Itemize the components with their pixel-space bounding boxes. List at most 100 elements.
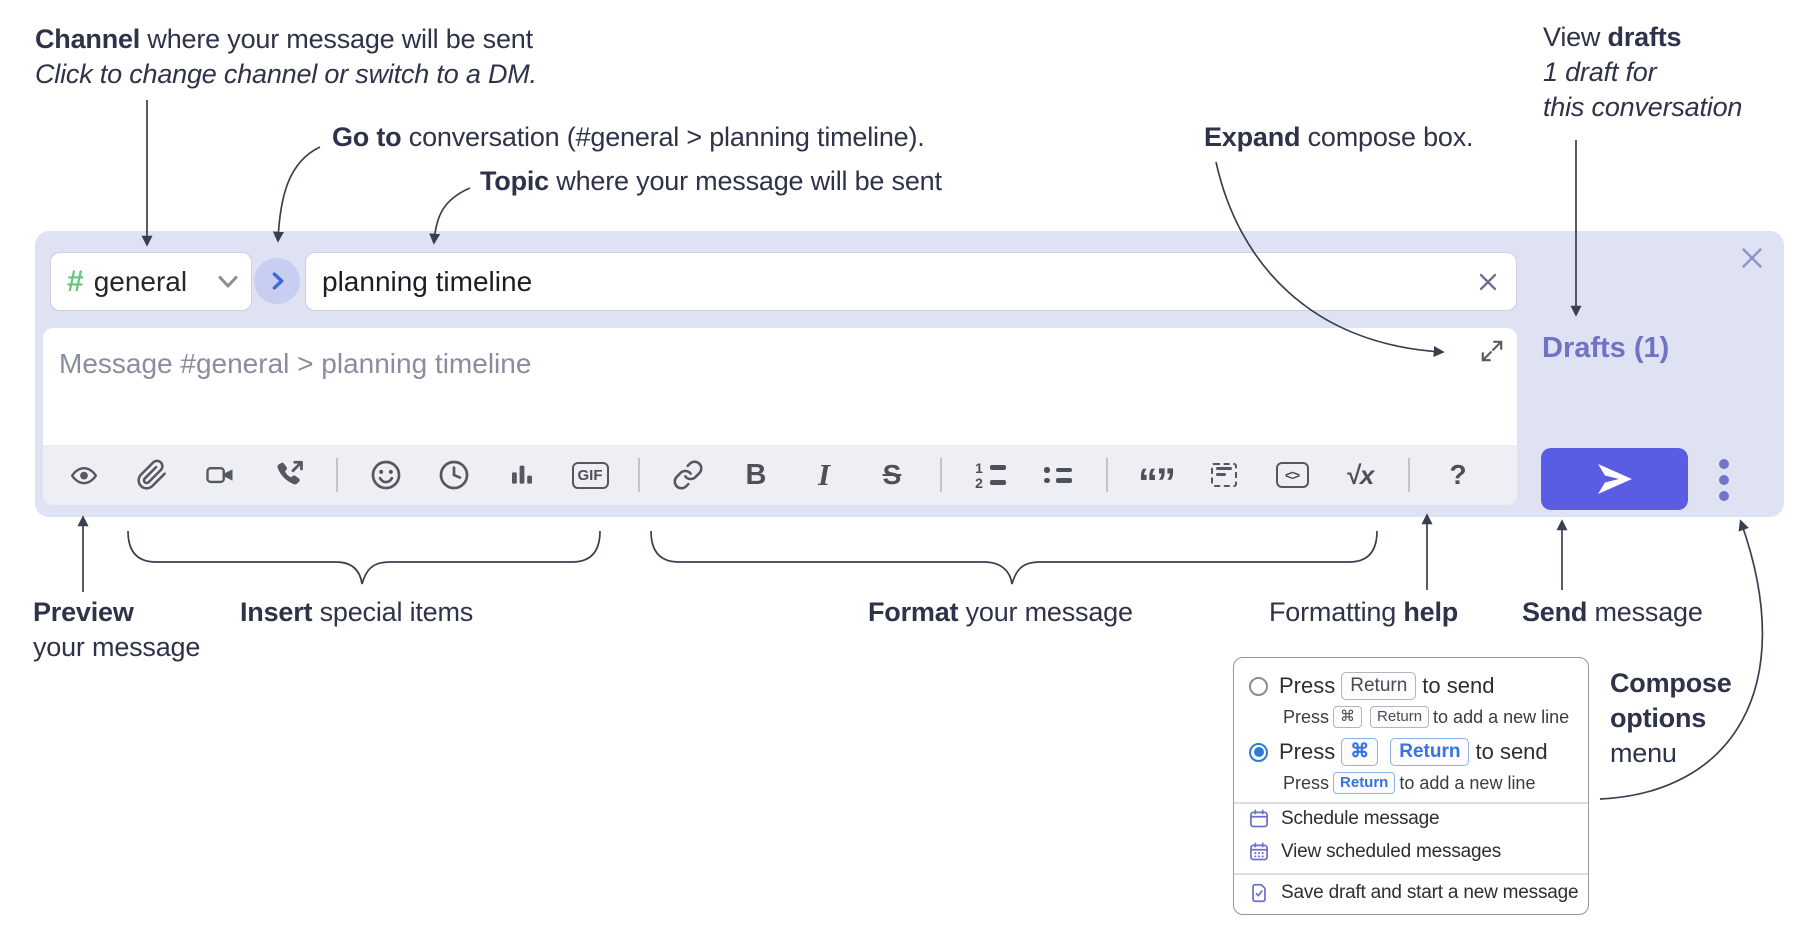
compose-options-button[interactable]: [1707, 452, 1741, 508]
menu-divider: [1234, 873, 1588, 875]
drafts-annotation: View drafts 1 draft for this conversatio…: [1543, 22, 1743, 122]
paperclip-icon: [137, 459, 166, 490]
spoiler-icon: [1211, 463, 1237, 487]
code-button[interactable]: <>: [1272, 453, 1312, 497]
insert-annotation: Insert special items: [240, 597, 474, 627]
return-keycap: Return: [1370, 706, 1430, 728]
gif-icon: GIF: [571, 461, 609, 489]
smiley-icon: [371, 460, 401, 490]
channel-hash-icon: #: [67, 264, 84, 298]
option-return-sub: Press ⌘ Return to add a new line: [1283, 706, 1570, 728]
option-cmd-return-sub: Press Return to add a new line: [1283, 772, 1536, 794]
format-brace: [650, 530, 1378, 585]
italic-icon: I: [817, 457, 831, 492]
calendar-icon: [1250, 809, 1268, 828]
channel-name: general: [93, 265, 188, 297]
option-cmd-return-to-send[interactable]: Press ⌘ Return to send: [1249, 738, 1548, 766]
time-button[interactable]: [434, 453, 474, 497]
return-keycap: Return: [1341, 672, 1417, 700]
bold-icon: B: [745, 458, 767, 491]
chevron-right-icon: [272, 272, 283, 290]
formatting-help-button[interactable]: ?: [1438, 453, 1478, 497]
option-return-to-send[interactable]: Press Return to send: [1249, 672, 1494, 700]
numbered-list-icon: 1 2: [975, 461, 1006, 490]
preview-annotation: Preview your message: [33, 597, 201, 662]
bulleted-list-icon: [1044, 467, 1072, 483]
cmd-keycap: ⌘: [1333, 706, 1363, 728]
goto-annotation: Go to conversation (#general > planning …: [332, 122, 925, 152]
help-icon: ?: [1449, 459, 1467, 490]
format-annotation: Format your message: [868, 597, 1133, 627]
spoiler-button[interactable]: [1204, 453, 1244, 497]
return-keycap: Return: [1333, 772, 1396, 794]
toolbar-divider: [638, 458, 640, 492]
send-button[interactable]: [1541, 448, 1688, 510]
channel-annotation: Channel where your message will be sent …: [35, 22, 537, 92]
voice-call-button[interactable]: [268, 453, 308, 497]
topic-annotation: Topic where your message will be sent: [480, 166, 942, 196]
return-keycap: Return: [1390, 738, 1470, 766]
channel-annotation-bold: Channel: [35, 24, 141, 54]
close-compose-icon[interactable]: [1735, 241, 1769, 275]
eye-icon: [70, 466, 98, 485]
toolbar-divider: [1106, 458, 1108, 492]
message-input[interactable]: [43, 328, 1517, 445]
quote-icon: “”: [1138, 461, 1176, 505]
menu-divider: [1234, 802, 1588, 804]
channel-annotation-rest: where your message will be sent: [140, 24, 533, 54]
numbered-list-button[interactable]: 1 2: [970, 453, 1010, 497]
clear-topic-icon[interactable]: [1474, 268, 1502, 296]
save-draft-icon: [1252, 883, 1266, 903]
expand-compose-icon[interactable]: [1479, 338, 1505, 364]
ellipsis-icon: [1719, 459, 1729, 469]
bulleted-list-button[interactable]: [1038, 453, 1078, 497]
radio-unselected-icon[interactable]: [1249, 676, 1268, 696]
toolbar-divider: [336, 458, 338, 492]
clock-icon: [439, 460, 469, 490]
quote-button[interactable]: “”: [1136, 453, 1176, 505]
menu-item-save-draft[interactable]: Save draft and start a new message: [1248, 882, 1579, 904]
video-call-button[interactable]: [200, 453, 240, 497]
attach-file-button[interactable]: [132, 453, 172, 497]
cmd-keycap: ⌘: [1341, 738, 1379, 766]
link-button[interactable]: [668, 453, 708, 497]
chevron-down-icon: [218, 275, 238, 287]
goto-arrow: [272, 146, 321, 243]
expand-annotation: Expand compose box.: [1204, 122, 1474, 152]
goto-conversation-button[interactable]: [254, 258, 300, 304]
emoji-button[interactable]: [366, 453, 406, 497]
menu-item-schedule-message[interactable]: Schedule message: [1248, 808, 1440, 830]
topic-field: [305, 252, 1517, 311]
math-button[interactable]: √x: [1340, 453, 1380, 497]
video-camera-icon: [206, 466, 233, 484]
topic-input[interactable]: [306, 253, 1516, 310]
compose-options-menu: Press Return to send Press ⌘ Return to a…: [1233, 657, 1589, 915]
channel-selector[interactable]: # general: [50, 252, 252, 311]
toolbar-divider: [940, 458, 942, 492]
preview-button[interactable]: [64, 453, 104, 497]
strikethrough-button[interactable]: S: [872, 453, 912, 497]
gif-button[interactable]: GIF: [570, 453, 610, 497]
message-box: GIF B I S 1: [43, 328, 1517, 505]
insert-brace: [127, 530, 601, 585]
toolbar-divider: [1408, 458, 1410, 492]
math-icon: √x: [1345, 459, 1375, 490]
channel-annotation-hint: Click to change channel or switch to a D…: [35, 59, 537, 89]
bar-chart-icon: [512, 465, 532, 484]
drafts-link[interactable]: Drafts (1): [1542, 332, 1670, 364]
compose-toolbar: GIF B I S 1: [43, 445, 1517, 505]
send-plane-icon: [1597, 464, 1632, 494]
link-icon: [673, 460, 703, 490]
phone-outgoing-icon: [277, 460, 303, 485]
bold-button[interactable]: B: [736, 453, 776, 497]
compose-box: # general: [35, 231, 1784, 517]
send-annotation: Send message: [1522, 597, 1703, 627]
poll-button[interactable]: [502, 453, 542, 497]
compose-options-annotation: Compose options menu: [1610, 668, 1732, 768]
italic-button[interactable]: I: [804, 453, 844, 497]
strikethrough-icon: S: [882, 459, 902, 490]
menu-item-view-scheduled[interactable]: View scheduled messages: [1248, 841, 1501, 863]
code-icon: <>: [1275, 462, 1309, 488]
radio-selected-icon[interactable]: [1249, 742, 1268, 762]
